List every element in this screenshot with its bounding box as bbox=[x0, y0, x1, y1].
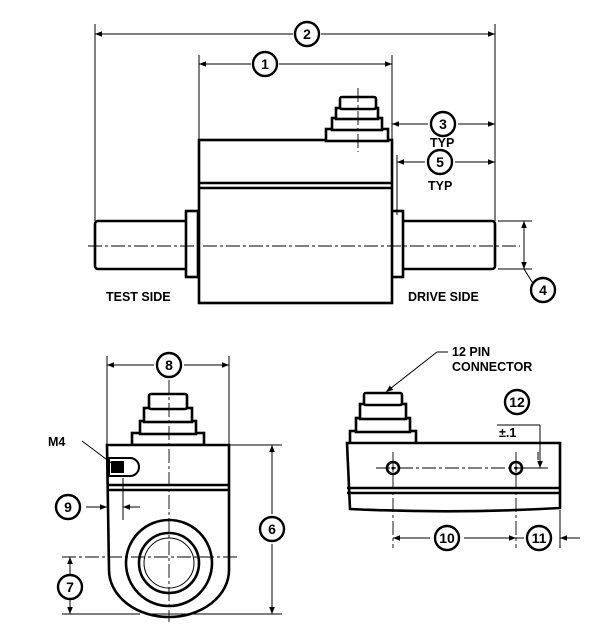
typ-label-3: TYP bbox=[430, 136, 454, 150]
drive-side-label: DRIVE SIDE bbox=[408, 290, 479, 304]
dimension-balloon-2 bbox=[293, 20, 321, 48]
side-view: TEST SIDE DRIVE SIDE TYP TYP bbox=[88, 24, 535, 305]
dimension-balloon-3 bbox=[429, 110, 457, 138]
dimension-number-9: 9 bbox=[64, 499, 72, 515]
m4-label: M4 bbox=[48, 435, 65, 449]
dimension-balloon-11 bbox=[525, 524, 553, 552]
top-body bbox=[345, 441, 562, 513]
top-view: 12 PIN CONNECTOR ±.1 bbox=[345, 345, 580, 548]
connector-label-1: 12 PIN bbox=[452, 345, 490, 359]
dimension-number-2: 2 bbox=[303, 26, 311, 42]
connector-label-2: CONNECTOR bbox=[452, 360, 532, 374]
dimension-number-1: 1 bbox=[261, 56, 269, 72]
dimension-balloon-6 bbox=[258, 515, 286, 543]
test-shaft bbox=[93, 219, 195, 271]
test-flange bbox=[184, 209, 200, 279]
dimension-balloon-7 bbox=[56, 573, 84, 601]
dimension-number-7: 7 bbox=[66, 579, 74, 595]
tolerance-label: ±.1 bbox=[499, 426, 516, 440]
dimension-number-10: 10 bbox=[439, 530, 455, 546]
dimension-number-12: 12 bbox=[509, 394, 525, 410]
dimension-balloon-10 bbox=[433, 524, 461, 552]
transducer-body bbox=[197, 138, 394, 305]
dimension-balloon-1 bbox=[251, 50, 279, 78]
test-side-label: TEST SIDE bbox=[106, 290, 171, 304]
dimension-number-3: 3 bbox=[439, 116, 447, 132]
dimension-number-8: 8 bbox=[165, 357, 173, 373]
dimension-number-6: 6 bbox=[268, 521, 276, 537]
dimension-number-5: 5 bbox=[436, 154, 444, 170]
dimension-balloon-5 bbox=[426, 148, 454, 176]
end-view: M4 bbox=[48, 356, 282, 622]
dimension-number-4: 4 bbox=[539, 282, 547, 298]
drive-shaft bbox=[395, 219, 497, 271]
dimension-balloon-4 bbox=[529, 276, 557, 304]
dimension-balloon-9 bbox=[54, 493, 82, 521]
dimension-balloon-12 bbox=[503, 388, 531, 416]
dimension-number-11: 11 bbox=[532, 530, 547, 546]
dimension-balloon-8 bbox=[155, 351, 183, 379]
typ-label-5: TYP bbox=[428, 179, 452, 193]
